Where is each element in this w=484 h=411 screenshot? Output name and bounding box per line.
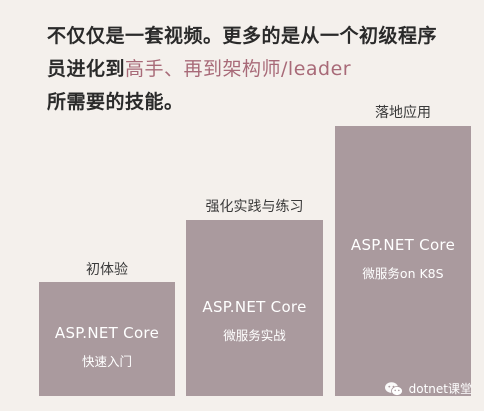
level-tech: ASP.NET Core bbox=[54, 324, 160, 342]
level-label-production: 落地应用 bbox=[375, 105, 431, 121]
intro-line-2-accent: 高手、再到架构师/leader bbox=[125, 58, 352, 80]
wechat-icon bbox=[384, 381, 404, 397]
intro-line-2: 员进化到高手、再到架构师/leader bbox=[47, 53, 467, 86]
intro-line-3: 所需要的技能。 bbox=[47, 91, 184, 113]
level-bar-practice: ASP.NET Core 微服务实战 bbox=[186, 220, 323, 396]
intro-line-2-prefix: 员进化到 bbox=[47, 58, 126, 80]
watermark-text: dotnet课堂 bbox=[408, 382, 472, 396]
watermark: dotnet课堂 bbox=[384, 380, 472, 397]
level-tech: ASP.NET Core bbox=[202, 298, 307, 316]
level-tech: ASP.NET Core bbox=[350, 236, 456, 254]
level-sub: 快速入门 bbox=[81, 354, 132, 369]
level-bar-production: ASP.NET Core 微服务on K8S bbox=[335, 126, 471, 396]
level-label-practice: 强化实践与练习 bbox=[205, 199, 304, 215]
level-sub: 微服务on K8S bbox=[362, 266, 444, 281]
intro-text: 不仅仅是一套视频。更多的是从一个初级程序 员进化到高手、再到架构师/leader… bbox=[47, 20, 467, 119]
level-label-intro: 初体验 bbox=[86, 262, 128, 278]
level-bar-intro: ASP.NET Core 快速入门 bbox=[39, 282, 175, 396]
level-sub: 微服务实战 bbox=[223, 328, 286, 343]
intro-line-1: 不仅仅是一套视频。更多的是从一个初级程序 bbox=[47, 25, 438, 47]
